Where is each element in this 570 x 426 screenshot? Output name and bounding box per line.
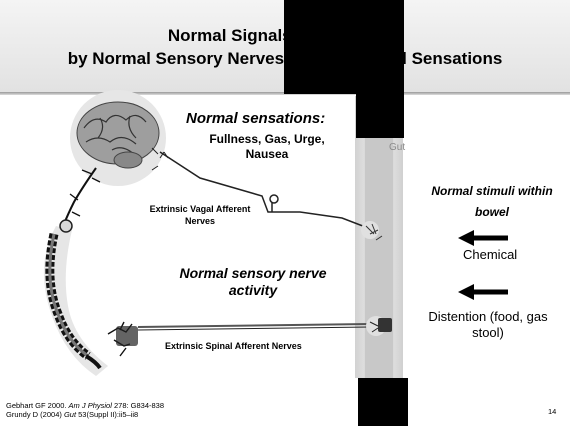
distention-label: Distention (food, gas stool): [412, 309, 564, 341]
chemical-label: Chemical: [463, 247, 517, 262]
spinal-dorsal-root-terminal: [108, 322, 138, 356]
vagal-nerve-label: Extrinsic Vagal Afferent Nerves: [140, 203, 260, 227]
nerve-activity-label: Normal sensory nerve activity: [178, 265, 328, 299]
redaction-bar-bottom: [358, 378, 408, 426]
citation-2: Grundy D (2004) Gut 53(Suppl II):ii5–ii8: [6, 410, 164, 419]
redaction-bar-gut-top: [356, 0, 404, 138]
spinal-nerve-path: [138, 324, 370, 327]
citation-1: Gebhart GF 2000. Am J Physiol 278: G834-…: [6, 401, 164, 410]
sensations-list: Fullness, Gas, Urge, Nausea: [208, 132, 326, 162]
page-number: 14: [548, 407, 556, 416]
normal-sensations-heading: Normal sensations:: [186, 110, 325, 127]
arrow-left-icon: [458, 284, 508, 300]
citations: Gebhart GF 2000. Am J Physiol 278: G834-…: [6, 401, 164, 419]
arrow-left-icon: [458, 230, 508, 246]
redaction-bar-top: [284, 0, 356, 94]
stimuli-label: Normal stimuli within bowel: [418, 181, 566, 223]
spinal-nerve-label: Extrinsic Spinal Afferent Nerves: [165, 341, 302, 351]
neuron-icon: [270, 195, 278, 212]
